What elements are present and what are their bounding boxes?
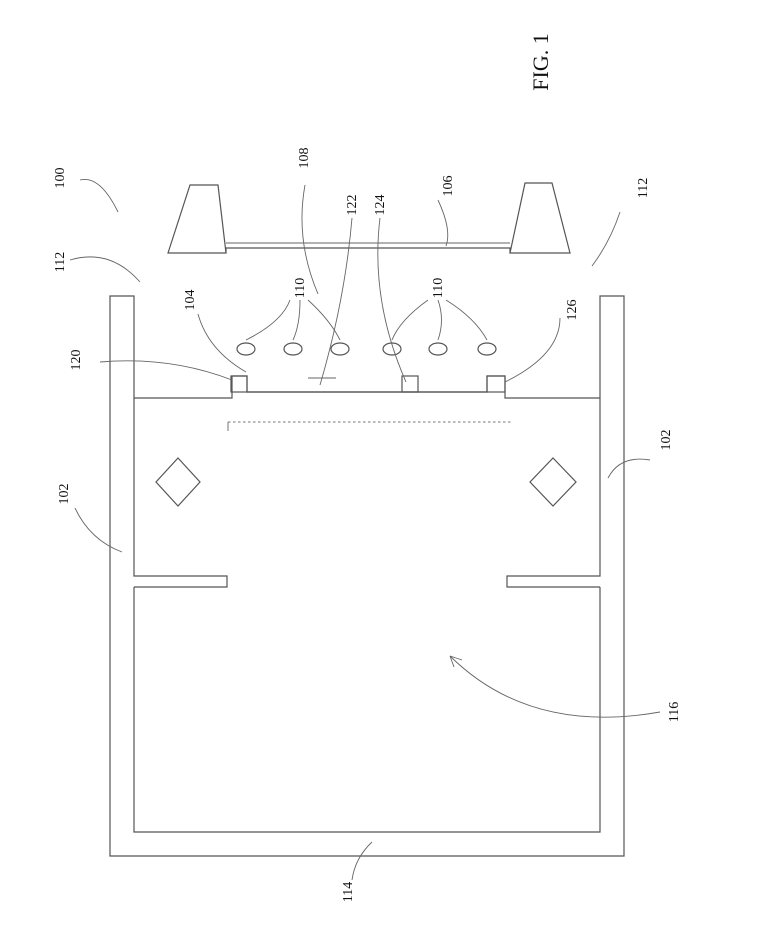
ref-108: 108: [297, 148, 312, 169]
upper-partition-right: [506, 398, 601, 588]
boss-124: [401, 375, 419, 393]
leader-lines: [69, 178, 661, 881]
ref-126: 126: [565, 300, 580, 321]
ref-112-right: 112: [636, 178, 651, 198]
ref-116: 116: [667, 702, 682, 722]
diamond-right: [529, 457, 577, 507]
ref-124: 124: [373, 195, 388, 216]
ref-112-left: 112: [53, 252, 68, 272]
oval-110-1: [236, 342, 256, 356]
ref-100: 100: [53, 168, 68, 189]
boss-120: [230, 375, 248, 393]
ref-110-right: 110: [431, 278, 446, 298]
ref-102-left: 102: [57, 484, 72, 505]
oval-110-3: [330, 342, 350, 356]
figure-title: FIG. 1: [528, 33, 553, 90]
diamond-left: [155, 457, 201, 507]
bracket-106: [167, 184, 227, 254]
ref-122: 122: [345, 195, 360, 216]
upper-partition: [133, 398, 228, 588]
ref-110-left: 110: [293, 278, 308, 298]
oval-110-6: [477, 342, 497, 356]
ref-106: 106: [441, 176, 456, 197]
ref-104: 104: [183, 290, 198, 311]
ref-114: 114: [341, 882, 356, 902]
lower-compartment: [133, 587, 601, 833]
ref-102-right: 102: [659, 430, 674, 451]
boss-126: [486, 375, 506, 393]
oval-110-5: [428, 342, 448, 356]
oval-110-4: [382, 342, 402, 356]
oval-110-2: [283, 342, 303, 356]
ref-120: 120: [69, 350, 84, 371]
